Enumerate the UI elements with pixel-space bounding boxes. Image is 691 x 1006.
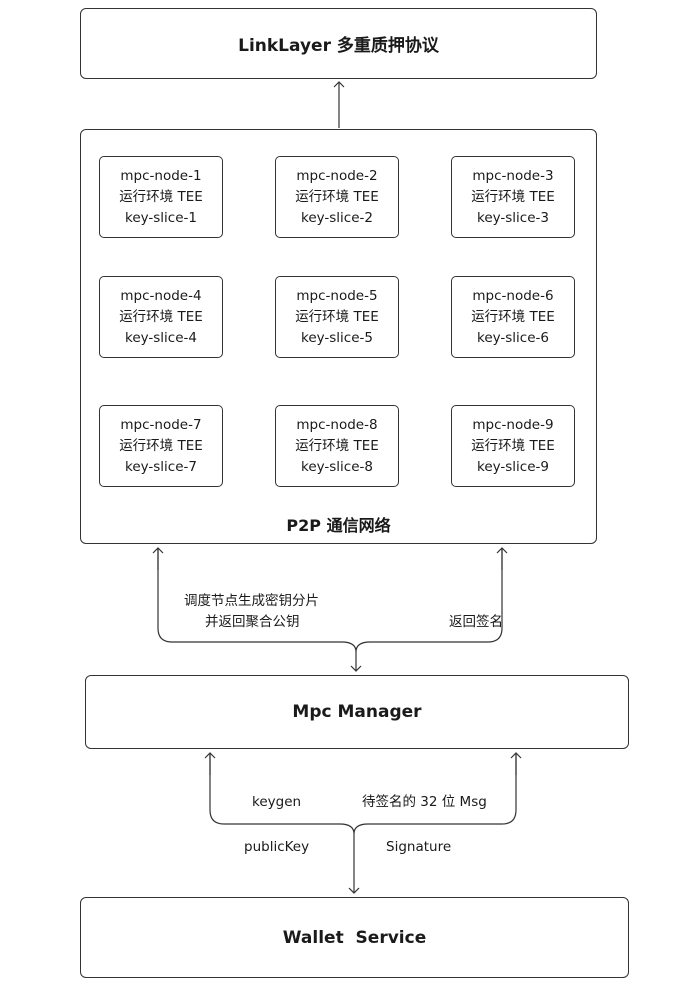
node-env: 运行环境 TEE	[119, 437, 203, 454]
mpc-node-6: mpc-node-6 运行环境 TEE key-slice-6	[451, 276, 575, 358]
node-env: 运行环境 TEE	[471, 308, 555, 325]
node-name: mpc-node-9	[472, 416, 554, 433]
node-env: 运行环境 TEE	[295, 437, 379, 454]
linklayer-title: LinkLayer 多重质押协议	[238, 36, 439, 56]
mpc-node-3: mpc-node-3 运行环境 TEE key-slice-3	[451, 156, 575, 238]
node-name: mpc-node-4	[120, 287, 202, 304]
node-env: 运行环境 TEE	[295, 188, 379, 205]
node-env: 运行环境 TEE	[119, 188, 203, 205]
node-env: 运行环境 TEE	[295, 308, 379, 325]
node-key: key-slice-5	[301, 329, 373, 346]
wallet-service-box: Wallet Service	[80, 897, 629, 978]
mpc-node-5: mpc-node-5 运行环境 TEE key-slice-5	[275, 276, 399, 358]
mpc-node-7: mpc-node-7 运行环境 TEE key-slice-7	[99, 405, 223, 487]
mpc-node-9: mpc-node-9 运行环境 TEE key-slice-9	[451, 405, 575, 487]
node-name: mpc-node-2	[296, 167, 378, 184]
mpc-node-1: mpc-node-1 运行环境 TEE key-slice-1	[99, 156, 223, 238]
node-key: key-slice-7	[125, 458, 197, 475]
node-key: key-slice-2	[301, 209, 373, 226]
node-env: 运行环境 TEE	[119, 308, 203, 325]
node-name: mpc-node-5	[296, 287, 378, 304]
node-key: key-slice-1	[125, 209, 197, 226]
schedule-label-line1: 调度节点生成密钥分片	[184, 593, 319, 609]
node-name: mpc-node-8	[296, 416, 378, 433]
node-key: key-slice-8	[301, 458, 373, 475]
node-name: mpc-node-7	[120, 416, 202, 433]
node-name: mpc-node-1	[120, 167, 202, 184]
mpc-node-2: mpc-node-2 运行环境 TEE key-slice-2	[275, 156, 399, 238]
node-env: 运行环境 TEE	[471, 437, 555, 454]
keygen-label: keygen	[252, 794, 302, 810]
node-key: key-slice-4	[125, 329, 197, 346]
return-signature-label: 返回签名	[449, 614, 503, 630]
mpc-manager-title: Mpc Manager	[292, 702, 422, 722]
mpc-manager-box: Mpc Manager	[85, 675, 629, 749]
mpc-node-4: mpc-node-4 运行环境 TEE key-slice-4	[99, 276, 223, 358]
msg-to-sign-label: 待签名的 32 位 Msg	[362, 794, 487, 810]
public-key-label: publicKey	[244, 839, 310, 855]
node-key: key-slice-3	[477, 209, 549, 226]
schedule-label-line2: 并返回聚合公钥	[205, 614, 300, 630]
p2p-network-label: P2P 通信网络	[286, 516, 391, 535]
mpc-node-8: mpc-node-8 运行环境 TEE key-slice-8	[275, 405, 399, 487]
wallet-service-title: Wallet Service	[282, 927, 427, 948]
signature-label: Signature	[386, 839, 452, 855]
node-key: key-slice-6	[477, 329, 549, 346]
node-name: mpc-node-6	[472, 287, 554, 304]
node-name: mpc-node-3	[472, 167, 554, 184]
linklayer-box: LinkLayer 多重质押协议	[80, 8, 597, 79]
node-env: 运行环境 TEE	[471, 188, 555, 205]
node-key: key-slice-9	[477, 458, 549, 475]
